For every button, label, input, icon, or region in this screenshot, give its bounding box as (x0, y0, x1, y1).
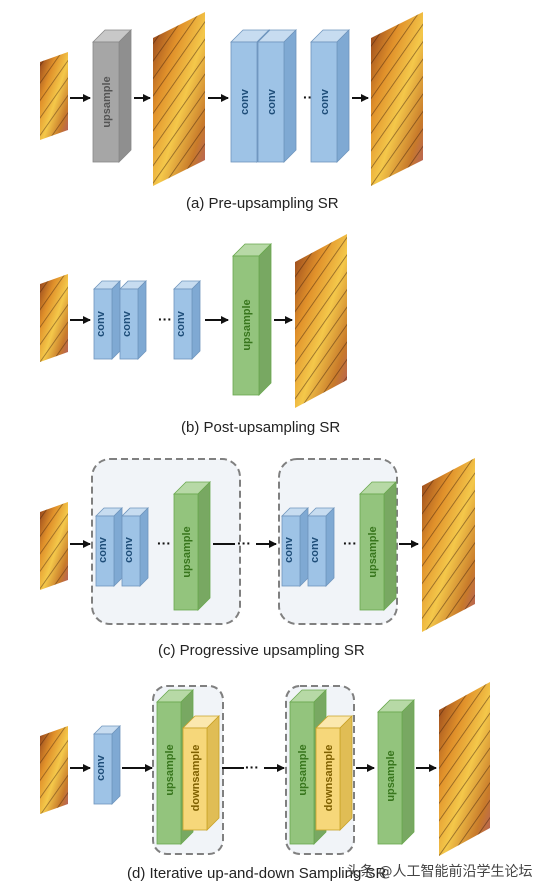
caption-d: (d) Iterative up-and-down Sampling SR (127, 865, 386, 882)
butterfly-image (439, 682, 490, 856)
butterfly-image (371, 12, 423, 186)
caption-c: (c) Progressive upsampling SR (158, 642, 365, 659)
conv-label: conv (95, 310, 107, 337)
watermark: 头条 @人工智能前沿学生论坛 (346, 863, 532, 880)
ellipsis: ··· (245, 759, 259, 775)
panel-c: conv conv ··· upsample ··· conv conv ··· (40, 458, 475, 659)
conv-block: conv (93, 725, 121, 805)
conv-label: conv (266, 88, 278, 115)
butterfly-image (40, 502, 68, 590)
conv-label: conv (283, 536, 295, 563)
conv-block: conv (173, 280, 201, 360)
conv-label: conv (309, 536, 321, 563)
butterfly-image (422, 458, 475, 632)
upsample-label: upsample (367, 526, 379, 577)
conv-label: conv (123, 536, 135, 563)
downsample-block: downsample (182, 715, 220, 831)
butterfly-image (153, 12, 205, 186)
upsample-block: upsample (377, 699, 415, 845)
conv-block: conv (93, 280, 121, 360)
conv-block: conv (119, 280, 147, 360)
upsample-label: upsample (164, 744, 176, 795)
upsample-label: upsample (101, 76, 113, 127)
conv-block: conv (307, 507, 335, 587)
conv-label: conv (97, 536, 109, 563)
ellipsis: ··· (158, 311, 172, 327)
butterfly-image (40, 52, 68, 140)
panel-d: conv upsample downsample ··· upsample (40, 682, 532, 882)
butterfly-image (295, 234, 347, 408)
caption-a: (a) Pre-upsampling SR (186, 195, 339, 212)
conv-block: conv (257, 29, 297, 163)
upsample-label: upsample (181, 526, 193, 577)
upsample-label: upsample (385, 750, 397, 801)
downsample-block: downsample (315, 715, 353, 831)
downsample-label: downsample (190, 745, 202, 812)
butterfly-image (40, 274, 68, 362)
conv-label: conv (239, 88, 251, 115)
conv-block: conv (121, 507, 149, 587)
ellipsis: ··· (343, 535, 357, 551)
upsample-block: upsample (232, 243, 272, 396)
conv-block: conv (95, 507, 123, 587)
conv-label: conv (319, 88, 331, 115)
conv-label: conv (95, 754, 107, 781)
ellipsis: ··· (157, 535, 171, 551)
upsample-label: upsample (297, 744, 309, 795)
conv-label: conv (121, 310, 133, 337)
upsample-block: upsample (92, 29, 132, 163)
conv-label: conv (175, 310, 187, 337)
conv-block: conv (310, 29, 350, 163)
butterfly-image (40, 726, 68, 814)
panel-a: upsample conv conv ··· conv (40, 12, 423, 212)
upsample-block: upsample (173, 481, 211, 611)
downsample-label: downsample (323, 745, 335, 812)
upsample-label: upsample (241, 299, 253, 350)
upsample-block: upsample (359, 481, 397, 611)
ellipsis: ··· (237, 535, 251, 551)
conv-block: conv (281, 507, 309, 587)
panel-b: conv conv ··· conv upsample (b) Post-ups… (40, 234, 347, 436)
caption-b: (b) Post-upsampling SR (181, 419, 340, 436)
